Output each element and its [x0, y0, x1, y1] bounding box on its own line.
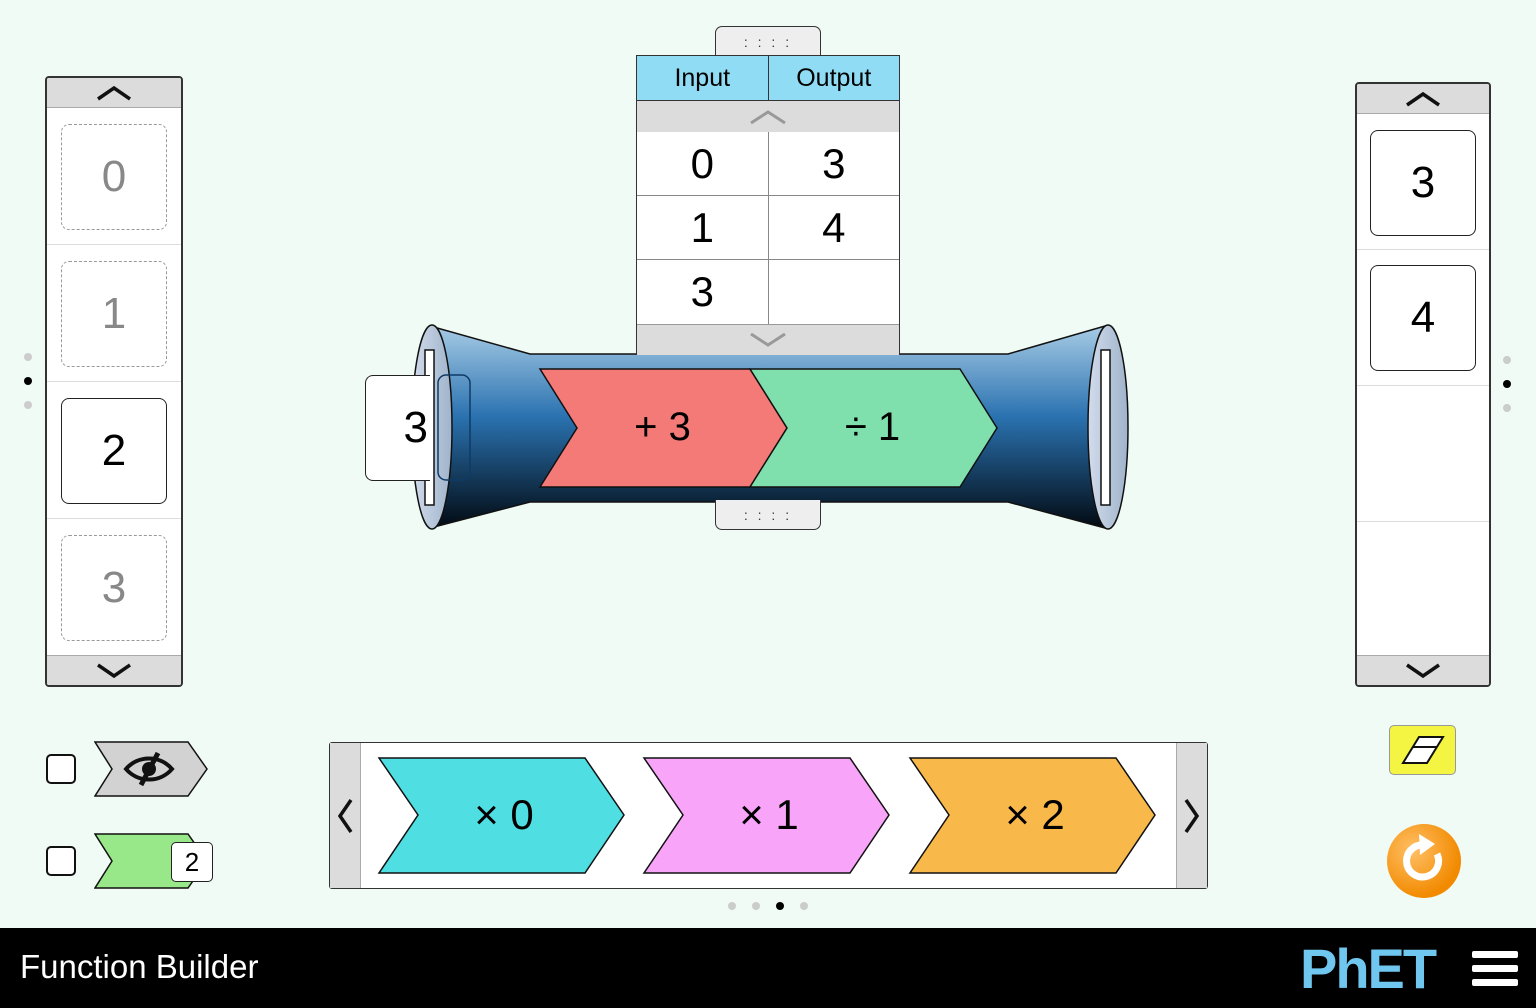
function-carousel-next-button[interactable] — [1176, 743, 1207, 888]
input-carousel: 0 1 2 3 — [45, 76, 183, 687]
function-card-label: × 2 — [1005, 791, 1065, 838]
carousel-slot: 0 — [47, 108, 181, 245]
carousel-slot: 3 — [47, 519, 181, 656]
page-dot[interactable] — [728, 902, 736, 910]
input-carousel-down-button[interactable] — [47, 655, 181, 685]
chevron-up-icon — [1406, 91, 1440, 106]
output-card[interactable]: 3 — [1370, 130, 1476, 236]
input-card[interactable]: 0 — [61, 124, 167, 230]
input-card-in-builder[interactable]: 3 — [365, 375, 430, 481]
carousel-slot — [1357, 522, 1489, 658]
table-scroll-up-button[interactable] — [637, 101, 899, 132]
input-card[interactable]: 2 — [61, 398, 167, 504]
chevron-down-icon — [1406, 663, 1440, 678]
chevron-left-icon — [337, 798, 353, 833]
function-carousel: × 0 × 1 × 2 — [329, 742, 1208, 889]
function-carousel-prev-button[interactable] — [330, 743, 361, 888]
page-dot[interactable] — [24, 377, 32, 385]
function-card-times-1[interactable] — [642, 757, 890, 874]
page-dot[interactable] — [1503, 356, 1511, 364]
function-card-times-2[interactable] — [908, 757, 1156, 874]
output-carousel-up-button[interactable] — [1357, 84, 1489, 114]
card-value: 0 — [101, 152, 127, 201]
phet-logo-text: PhET — [1300, 937, 1437, 1000]
card-value: 1 — [101, 289, 127, 338]
output-column-header: Output — [796, 63, 872, 92]
chevron-right-icon — [1184, 798, 1200, 833]
phet-logo[interactable]: PhET — [1300, 941, 1437, 997]
table-scroll-down-button[interactable] — [637, 324, 899, 355]
function-card-label: × 1 — [739, 791, 799, 838]
table-cell-input: 0 — [637, 132, 769, 195]
show-equation-checkbox[interactable] — [46, 846, 76, 876]
table-row: 1 4 — [637, 196, 899, 260]
card-value: 4 — [1410, 293, 1436, 342]
input-column-header: Input — [637, 56, 769, 100]
function-card-times-0[interactable] — [377, 757, 625, 874]
output-carousel-down-button[interactable] — [1357, 655, 1489, 685]
grip-icon: : : : : — [743, 506, 793, 523]
page-dot[interactable] — [24, 401, 32, 409]
table-row: 3 — [637, 260, 899, 324]
menu-icon[interactable] — [1472, 951, 1518, 987]
chevron-up-icon — [750, 109, 786, 124]
chevron-up-icon — [97, 85, 131, 100]
input-card[interactable]: 1 — [61, 261, 167, 367]
input-carousel-up-button[interactable] — [47, 78, 181, 108]
page-dot[interactable] — [24, 353, 32, 361]
carousel-slot: 1 — [47, 245, 181, 382]
input-output-table: Input Output 0 3 1 4 3 — [636, 55, 900, 355]
reset-all-button[interactable] — [1387, 824, 1461, 898]
chevron-down-icon — [750, 332, 786, 347]
eraser-icon — [1400, 736, 1445, 764]
card-value: 2 — [101, 426, 127, 475]
output-slot-opening — [1100, 349, 1111, 506]
page-dot[interactable] — [752, 902, 760, 910]
carousel-slot — [1357, 386, 1489, 522]
hide-functions-checkbox[interactable] — [46, 754, 76, 784]
table-header: Input Output — [637, 56, 899, 101]
table-cell-input: 1 — [637, 196, 769, 259]
card-value: 2 — [184, 846, 200, 877]
card-value: 3 — [1410, 158, 1436, 207]
table-cell-input: 3 — [637, 260, 769, 324]
card-value: 3 — [101, 563, 127, 612]
carousel-slot: 4 — [1357, 250, 1489, 386]
output-carousel: 3 4 — [1355, 82, 1491, 687]
page-dot[interactable] — [776, 902, 784, 910]
equation-card-icon: 2 — [171, 842, 213, 882]
navigation-bar: Function Builder PhET — [0, 928, 1536, 1008]
table-drag-handle-bottom[interactable]: : : : : — [715, 500, 821, 530]
carousel-slot: 2 — [47, 382, 181, 519]
output-card[interactable]: 4 — [1370, 265, 1476, 371]
card-shadow — [437, 374, 471, 481]
builder-function-divide-1[interactable] — [748, 368, 998, 488]
reset-icon — [1403, 834, 1443, 881]
builder-function-label: ÷ 1 — [844, 405, 901, 449]
eye-slash-icon — [94, 741, 208, 797]
grip-icon: : : : : — [743, 33, 793, 50]
function-carousel-items — [377, 757, 1156, 874]
app-title: Function Builder — [20, 948, 259, 985]
function-card-label: × 0 — [474, 791, 534, 838]
builder-function-label: + 3 — [634, 405, 691, 449]
eraser-button[interactable] — [1389, 725, 1456, 775]
input-card[interactable]: 3 — [61, 535, 167, 641]
table-cell-output — [769, 260, 900, 324]
table-row: 0 3 — [637, 132, 899, 196]
page-dot[interactable] — [1503, 380, 1511, 388]
table-drag-handle-top[interactable]: : : : : — [715, 26, 821, 56]
carousel-slot: 3 — [1357, 114, 1489, 250]
table-cell-output: 4 — [822, 203, 846, 251]
page-dot[interactable] — [1503, 404, 1511, 412]
card-value: 3 — [403, 403, 428, 452]
table-cell-output: 3 — [822, 139, 846, 187]
chevron-down-icon — [97, 663, 131, 678]
page-dot[interactable] — [800, 902, 808, 910]
